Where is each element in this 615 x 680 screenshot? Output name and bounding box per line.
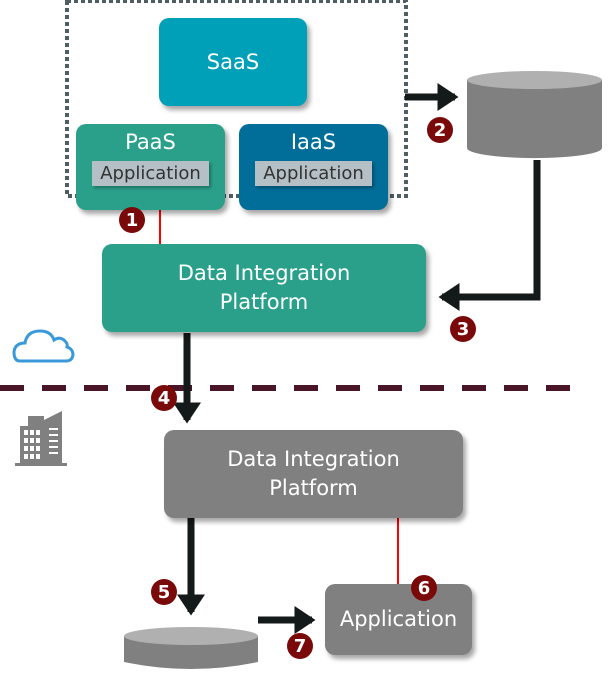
database-onprem xyxy=(124,627,258,669)
cloud-platform-label-1: Data Integration xyxy=(177,261,351,285)
onprem-application-box: Application xyxy=(325,584,472,655)
iaas-application: Application xyxy=(255,161,372,186)
cloud-platform-label-2: Platform xyxy=(219,290,309,314)
onprem-application-label: Application xyxy=(339,607,458,631)
database-cloud xyxy=(467,71,602,159)
step-badge-5: 5 xyxy=(151,579,177,605)
step-badge-2: 2 xyxy=(427,117,453,143)
cloud-data-integration-platform: Data Integration Platform xyxy=(102,244,426,332)
onprem-data-integration-platform: Data Integration Platform xyxy=(164,430,463,518)
arrow-step-3 xyxy=(438,160,541,311)
onprem-platform-label-2: Platform xyxy=(269,476,358,500)
step-badge-7: 7 xyxy=(287,633,313,659)
step-badge-1: 1 xyxy=(119,207,145,233)
paas-application: Application xyxy=(92,161,209,186)
saas-label: SaaS xyxy=(206,49,260,74)
step-badge-4: 4 xyxy=(151,385,177,411)
cloud-icon xyxy=(12,329,75,363)
paas-box: PaaS Application xyxy=(76,124,225,210)
onprem-platform-label-1: Data Integration xyxy=(227,447,400,471)
saas-box: SaaS xyxy=(159,18,307,106)
iaas-label: IaaS xyxy=(290,130,337,154)
paas-label: PaaS xyxy=(125,130,176,154)
iaas-box: IaaS Application xyxy=(239,124,388,210)
step-badge-6: 6 xyxy=(411,575,437,601)
step-badge-3: 3 xyxy=(450,316,476,342)
building-icon xyxy=(15,411,67,466)
